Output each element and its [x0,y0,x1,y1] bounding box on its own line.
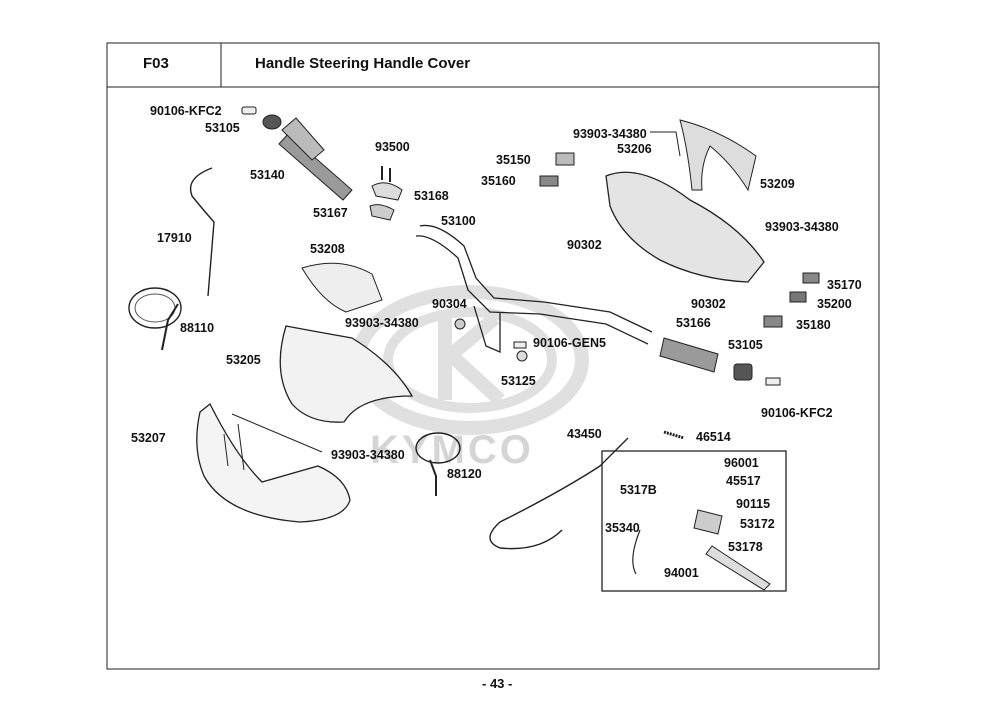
handlebar-53100 [415,224,653,353]
bracket-53206 [605,171,765,283]
label-53172: 53172 [740,517,775,531]
label-35340: 35340 [605,521,640,535]
brake-holder-53172 [693,509,723,535]
kymco-watermark [351,285,589,435]
switch-clamp-53167 [369,204,395,221]
cable-35340 [632,529,641,575]
label-5317b: 5317B [620,483,657,497]
label-35160: 35160 [481,174,516,188]
leader-93903-34380-low [223,413,323,471]
handle-cover-53205 [279,325,414,423]
label-53140: 53140 [250,168,285,182]
label-53207: 53207 [131,431,166,445]
label-53209: 53209 [760,177,795,191]
label-35200: 35200 [817,297,852,311]
label-90302-left: 90302 [567,238,602,252]
collar-53125 [516,350,528,362]
end-weight-53105-top [262,114,282,130]
end-weight-53105-right [733,363,753,381]
label-53100: 53100 [441,214,476,228]
relay-35180 [763,315,783,328]
label-88120: 88120 [447,467,482,481]
label-53178: 53178 [728,540,763,554]
label-90106-gen5: 90106-GEN5 [533,336,606,350]
label-53206: 53206 [617,142,652,156]
label-43450: 43450 [567,427,602,441]
grip-53140 [278,117,353,201]
watermark-text: KYMCO [370,428,534,472]
label-93903-34380-right: 93903-34380 [765,220,839,234]
brake-lever-53178 [705,545,771,591]
leader-93903-34380-top [650,131,681,157]
page-number: - 43 - [482,676,513,691]
cover-53208 [301,262,383,313]
label-90106-kfc2-right: 90106-KFC2 [761,406,833,420]
label-96001: 96001 [724,456,759,470]
label-35170: 35170 [827,278,862,292]
label-53166: 53166 [676,316,711,330]
label-53125: 53125 [501,374,536,388]
relay-35200 [789,291,807,303]
section-code: F03 [143,55,169,72]
page-title: Handle Steering Handle Cover [255,55,471,72]
handle-cover-53207 [196,402,351,523]
label-94001: 94001 [664,566,699,580]
label-45517: 45517 [726,474,761,488]
label-53167: 53167 [313,206,348,220]
label-53168: 53168 [414,189,449,203]
brake-detail-box [601,450,787,592]
bolt-90106-gen5 [513,341,527,349]
spring-46514 [663,430,685,440]
diagram-border [106,86,880,670]
bolt-90106-kfc2-top [241,106,257,115]
relay-35170 [802,272,820,284]
cover-53209 [679,119,757,192]
label-46514: 46514 [696,430,731,444]
nut-90304 [454,318,466,330]
label-93903-34380-low: 93903-34380 [331,448,405,462]
label-53208: 53208 [310,242,345,256]
label-88110: 88110 [180,321,215,335]
label-53105-right: 53105 [728,338,763,352]
screw-93500 [381,166,391,182]
label-90304: 90304 [432,297,467,311]
label-53105-top: 53105 [205,121,240,135]
label-53205: 53205 [226,353,261,367]
label-93500: 93500 [375,140,410,154]
label-35150: 35150 [496,153,531,167]
grip-53166 [659,337,719,373]
switch-clamp-53168 [371,182,403,201]
label-90106-kfc2-top: 90106-KFC2 [150,104,222,118]
label-90302-low: 90302 [691,297,726,311]
label-35180: 35180 [796,318,831,332]
label-93903-34380-top: 93903-34380 [573,127,647,141]
bolt-90106-kfc2-right [765,377,781,386]
switch-35160 [539,175,559,187]
throttle-cable-17910 [189,167,215,297]
switch-35150 [555,152,575,166]
mirror-88120 [415,432,461,496]
label-17910: 17910 [157,231,192,245]
brake-cable-43450 [489,437,629,550]
header-box [106,42,880,88]
mirror-88110 [128,287,182,351]
label-90115: 90115 [736,497,771,511]
label-93903-34380-mid: 93903-34380 [345,316,419,330]
